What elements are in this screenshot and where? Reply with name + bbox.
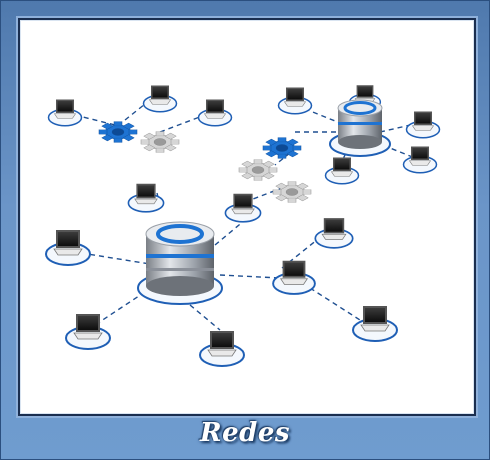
laptop-icon <box>45 229 91 266</box>
laptop-icon <box>142 84 178 113</box>
laptop-icon <box>272 259 316 295</box>
laptop-icon <box>324 156 360 185</box>
laptop-icon <box>405 110 441 139</box>
laptop-icon <box>277 86 313 115</box>
server-icon <box>137 221 223 305</box>
gear-icon <box>238 159 278 181</box>
server-icon <box>329 99 391 157</box>
laptop-icon <box>47 98 83 127</box>
laptop-icon <box>352 305 398 342</box>
network-diagram <box>45 84 441 367</box>
gear-icon <box>140 131 180 153</box>
laptop-icon <box>314 217 354 249</box>
caption-title: Redes <box>199 418 290 448</box>
laptop-icon <box>197 98 233 127</box>
laptop-icon <box>402 145 438 174</box>
gear-icon <box>98 121 138 143</box>
laptop-icon <box>199 330 245 367</box>
gear-icon <box>272 181 312 203</box>
image-panel <box>18 18 476 416</box>
gear-icon <box>262 137 302 159</box>
laptop-icon <box>127 183 165 213</box>
